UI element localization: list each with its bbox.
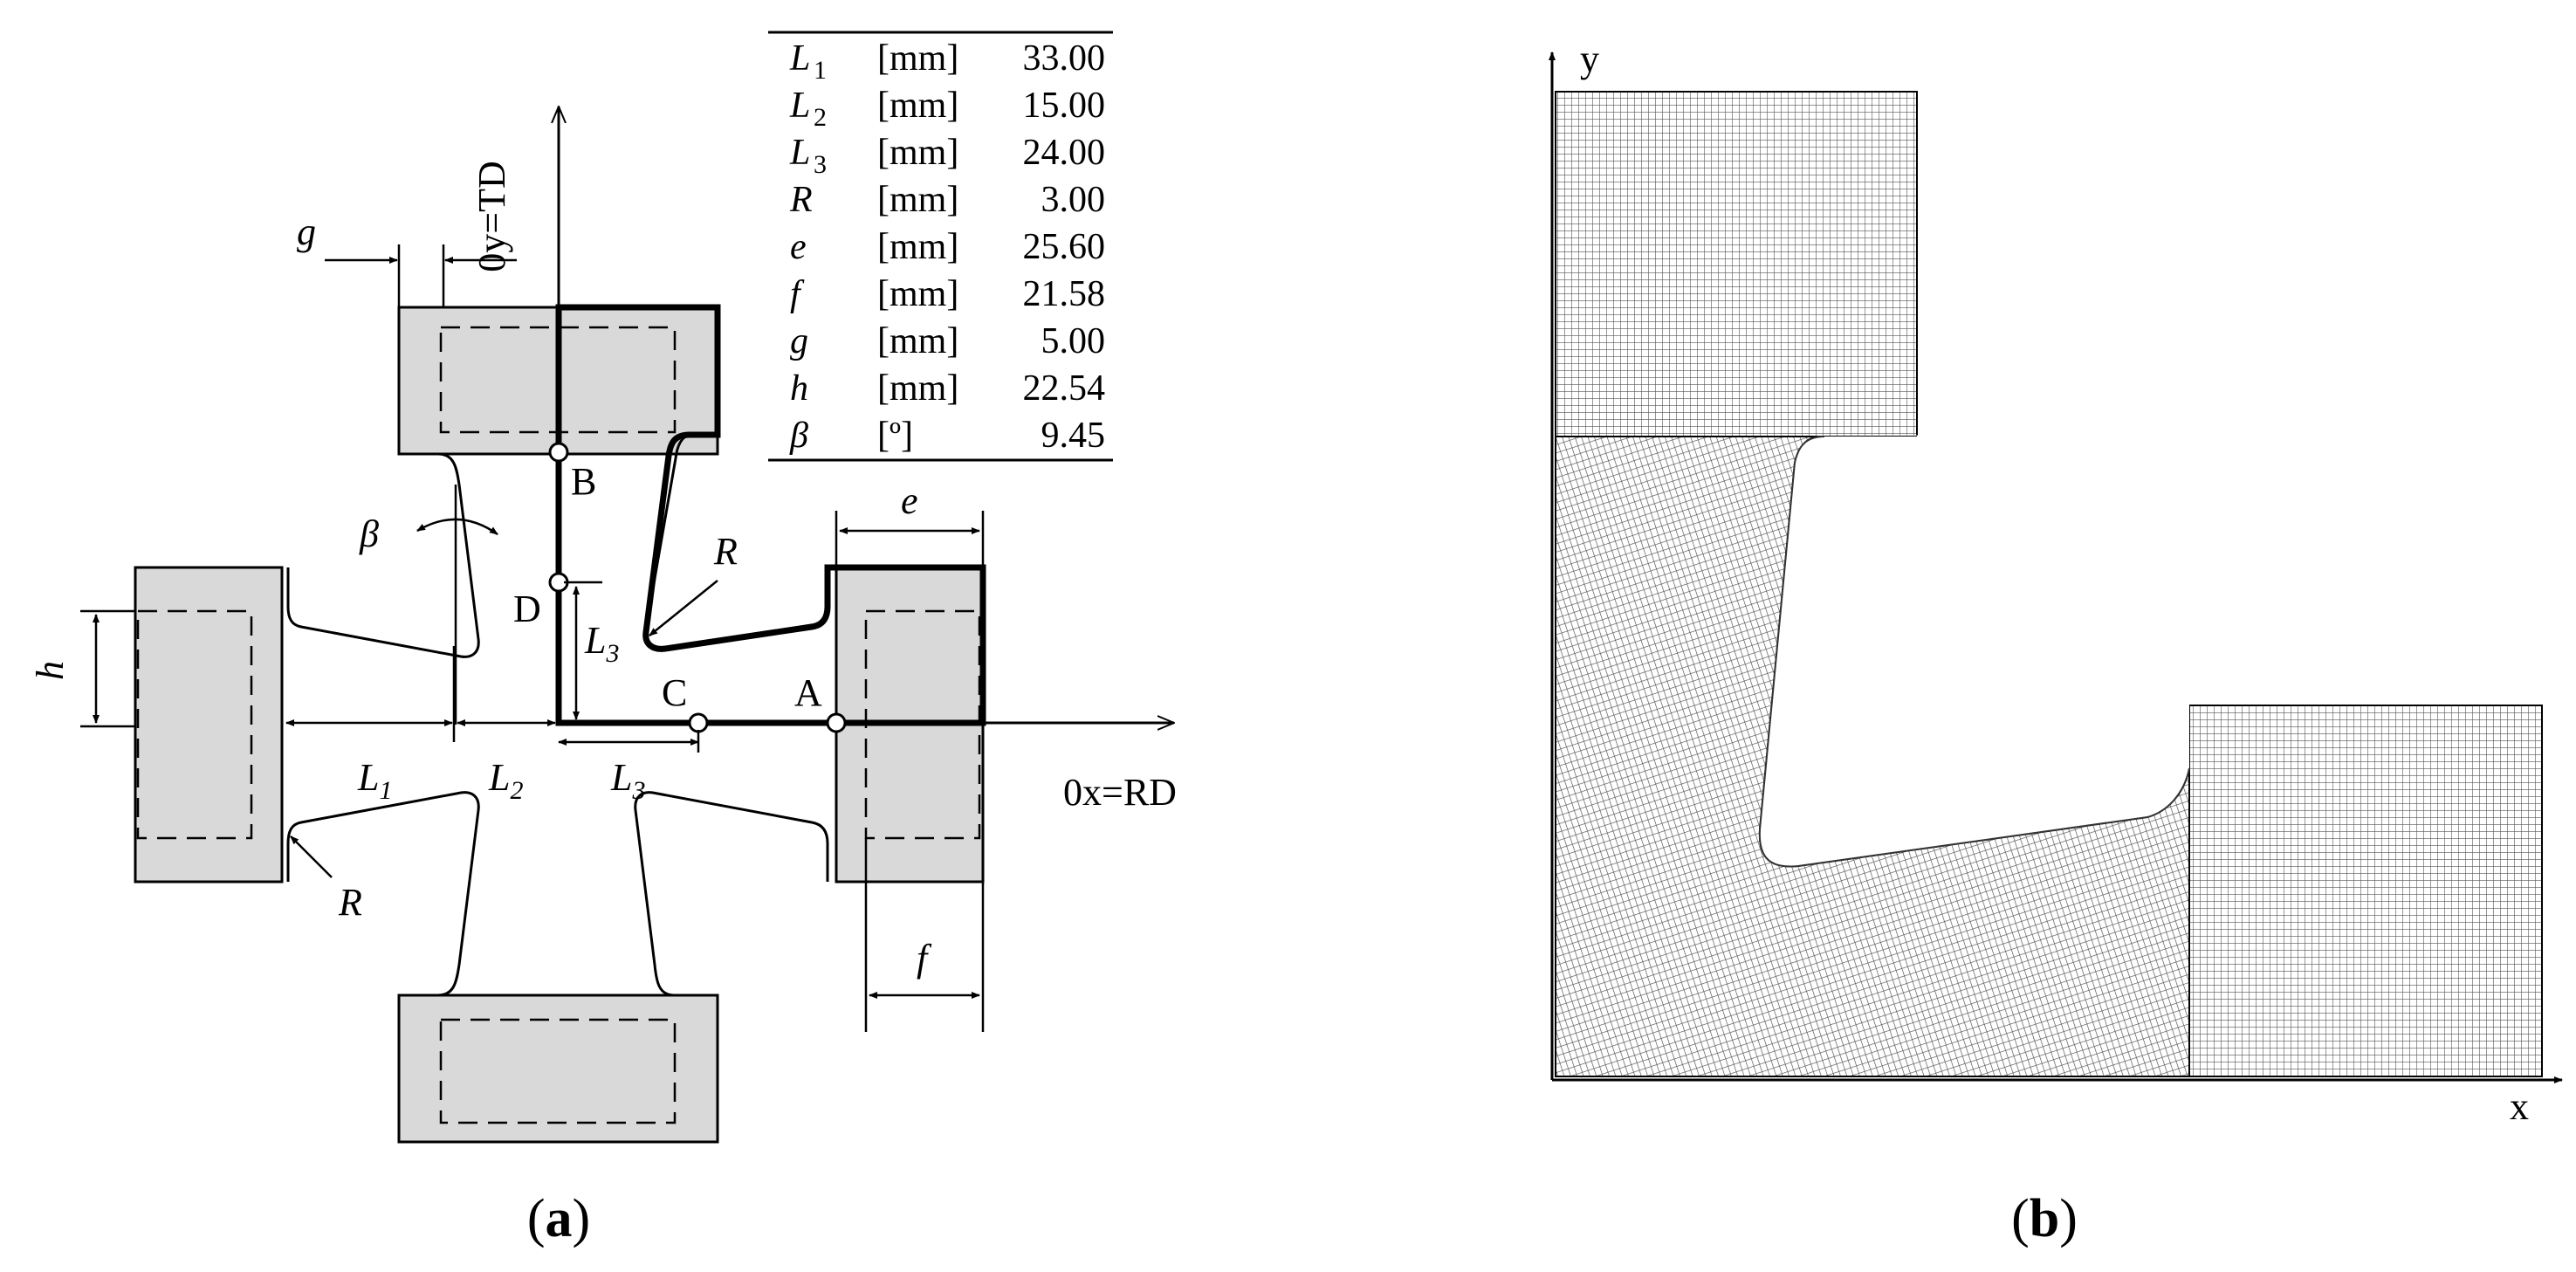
point-b-label: B bbox=[571, 460, 596, 503]
point-a-marker bbox=[826, 712, 847, 733]
table-unit: [mm] bbox=[877, 274, 958, 314]
caption-a: (a) bbox=[527, 1189, 590, 1248]
x-axis-label: 0x=RD bbox=[1063, 771, 1177, 814]
table-row: f [mm] 21.58 bbox=[790, 274, 1105, 314]
dimension-beta bbox=[416, 485, 498, 725]
table-unit: [mm] bbox=[877, 38, 958, 79]
dimension-h bbox=[80, 609, 135, 728]
table-unit: [mm] bbox=[877, 368, 958, 409]
dim-f-label: f bbox=[917, 937, 932, 980]
table-unit: [mm] bbox=[877, 133, 958, 173]
table-value: 9.45 bbox=[1041, 416, 1106, 456]
table-symbol-subscript: 1 bbox=[814, 56, 827, 85]
dimension-e bbox=[835, 511, 985, 567]
figure-b-fe-mesh: y x (b) bbox=[1549, 38, 2563, 1248]
table-symbol: L bbox=[789, 38, 810, 79]
table-value: 22.54 bbox=[1023, 368, 1106, 409]
table-unit: [mm] bbox=[877, 321, 958, 361]
table-unit: [mm] bbox=[877, 180, 958, 220]
table-value: 21.58 bbox=[1023, 274, 1106, 314]
grip-bottom bbox=[397, 994, 719, 1144]
table-symbol-subscript: 2 bbox=[814, 103, 827, 132]
mesh-top-grip bbox=[1555, 91, 1918, 437]
radius-leaders bbox=[290, 580, 718, 878]
point-c-marker bbox=[688, 712, 709, 733]
dim-h-label: h bbox=[29, 661, 72, 680]
table-value: 33.00 bbox=[1023, 38, 1106, 79]
table-row: g [mm] 5.00 bbox=[790, 321, 1105, 361]
table-symbol: f bbox=[790, 274, 805, 314]
mesh-right-grip bbox=[2188, 705, 2543, 1077]
mesh-cutout bbox=[1759, 435, 2189, 867]
point-d-label: D bbox=[513, 588, 541, 630]
table-value: 24.00 bbox=[1023, 133, 1106, 173]
mesh-cutout-edge bbox=[1758, 436, 2190, 868]
table-value: 15.00 bbox=[1023, 86, 1106, 126]
dimension-l3-vertical bbox=[564, 581, 602, 720]
dim-l3-vertical-label: L3 bbox=[584, 619, 619, 668]
table-symbol: R bbox=[789, 180, 813, 220]
figure-a-cruciform-specimen: 0y=TD 0x=RD B D C A g β bbox=[29, 31, 1177, 1248]
table-unit: [º] bbox=[877, 416, 913, 456]
y-axis-label: 0y=TD bbox=[471, 161, 513, 272]
table-value: 3.00 bbox=[1041, 180, 1106, 220]
dim-l1-label: L1 bbox=[357, 756, 392, 805]
table-symbol: e bbox=[790, 227, 807, 267]
dim-l3-horizontal-label: L3 bbox=[610, 756, 645, 805]
grip-left bbox=[134, 566, 284, 884]
table-value: 25.60 bbox=[1023, 227, 1106, 267]
table-symbol: g bbox=[790, 321, 808, 361]
x-axis-label-b: x bbox=[2510, 1085, 2529, 1128]
dim-l2-label: L2 bbox=[488, 756, 523, 805]
dim-r-label-bottom: R bbox=[338, 881, 362, 924]
table-row: β [º] 9.45 bbox=[789, 416, 1105, 456]
table-symbol-subscript: 3 bbox=[814, 150, 827, 179]
y-axis-label-b: y bbox=[1580, 38, 1599, 80]
dim-e-label: e bbox=[901, 479, 918, 522]
table-symbol: β bbox=[789, 416, 808, 456]
caption-b: (b) bbox=[2011, 1189, 2078, 1248]
table-symbol: L bbox=[789, 133, 810, 173]
table-row: e [mm] 25.60 bbox=[790, 227, 1105, 267]
dimension-f bbox=[864, 838, 985, 1032]
point-b-marker bbox=[548, 442, 569, 463]
table-unit: [mm] bbox=[877, 86, 958, 126]
point-c-label: C bbox=[662, 671, 687, 714]
table-unit: [mm] bbox=[877, 227, 958, 267]
quarter-model-outline bbox=[555, 304, 986, 726]
dim-r-label-top: R bbox=[713, 530, 738, 573]
dimension-l-horizontal bbox=[285, 646, 700, 753]
table-value: 5.00 bbox=[1041, 321, 1106, 361]
table-row: R [mm] 3.00 bbox=[789, 180, 1105, 220]
dim-g-label: g bbox=[297, 210, 316, 253]
dim-beta-label: β bbox=[359, 512, 379, 555]
table-symbol: L bbox=[789, 86, 810, 126]
table-row: h [mm] 22.54 bbox=[790, 368, 1105, 409]
table-symbol: h bbox=[790, 368, 808, 409]
point-a-label: A bbox=[794, 671, 822, 714]
dimension-g bbox=[325, 244, 517, 307]
